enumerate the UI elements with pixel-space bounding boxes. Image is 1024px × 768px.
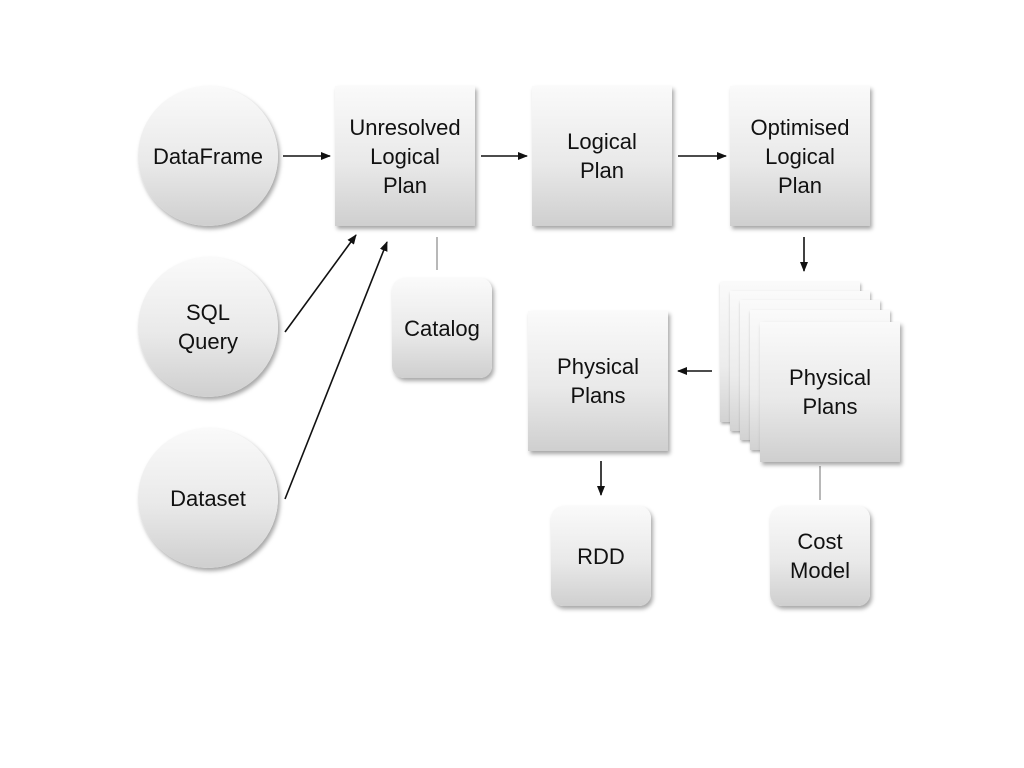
arrow-dataset-to-unresolved [284, 241, 388, 500]
optimised-logical-plan-node: Optimised Logical Plan [730, 86, 870, 226]
physical-plans-node: Physical Plans [528, 311, 668, 451]
unresolved-logical-plan-node: Unresolved Logical Plan [335, 86, 475, 226]
cost-model-node: Cost Model [770, 506, 870, 606]
rdd-node: RDD [551, 506, 651, 606]
physical-plans-stack-front: Physical Plans [760, 322, 900, 462]
logical-plan-node: Logical Plan [532, 86, 672, 226]
catalog-node: Catalog [392, 278, 492, 378]
dataset-node: Dataset [138, 428, 278, 568]
arrow-sql-to-unresolved [284, 234, 357, 333]
sql-query-node: SQL Query [138, 257, 278, 397]
dataframe-node: DataFrame [138, 86, 278, 226]
